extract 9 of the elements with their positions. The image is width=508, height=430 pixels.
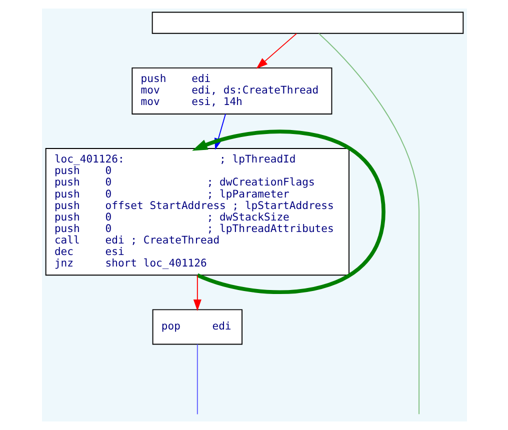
arrow [192, 130, 385, 294]
node-box: push edi mov edi, ds:CreateThread mov esi, 14h [131, 67, 332, 114]
connector [196, 344, 198, 415]
arrow [256, 33, 297, 69]
node-box: pop edi [152, 309, 242, 345]
arrow [192, 274, 201, 312]
node-box [151, 12, 464, 34]
node-box: loc_401126: ; lpThreadId push 0 push 0 ; dwCreationFlags push 0 ; lpParameter push offset StartAddress ; lpStartAddress push 0 ; dwStackSize push 0 ; lpThreadAttributes call edi ; CreateThread dec esi jnz short loc_401126 [44, 148, 349, 276]
connector [318, 33, 419, 415]
